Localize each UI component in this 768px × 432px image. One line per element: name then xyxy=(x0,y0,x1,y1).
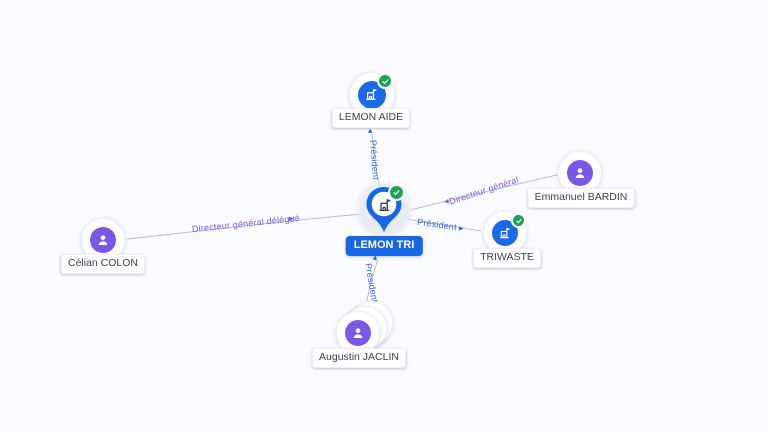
company-building-icon xyxy=(499,227,510,238)
verified-check-icon xyxy=(377,73,393,89)
person-icon xyxy=(575,168,585,179)
edge-line-triwaste xyxy=(405,218,482,232)
person-icon xyxy=(98,235,108,246)
company-building-icon xyxy=(379,199,391,212)
verified-check-icon xyxy=(388,184,405,201)
node-label-augustin-jaclin[interactable]: Augustin JACLIN xyxy=(312,348,406,368)
person-avatar xyxy=(345,320,371,346)
verified-check-icon xyxy=(511,213,526,228)
edge-line-celian-colon xyxy=(126,213,363,240)
person-icon xyxy=(353,328,363,339)
node-label-emmanuel-bardin[interactable]: Emmanuel BARDIN xyxy=(527,188,635,208)
node-circle[interactable] xyxy=(336,311,380,355)
node-circle[interactable] xyxy=(558,151,602,195)
node-label-celian-colon[interactable]: Célian COLON xyxy=(60,254,146,274)
edge-label-president-lemon-aide: Président xyxy=(368,139,381,181)
node-label-lemon-tri[interactable]: LEMON TRI xyxy=(345,236,423,256)
edge-arrow-right-icon: ▸ xyxy=(458,222,465,234)
edge-line-emmanuel-bardin xyxy=(409,174,558,211)
node-label-lemon-aide[interactable]: LEMON AIDE xyxy=(331,108,411,128)
company-building-icon xyxy=(365,88,377,100)
node-label-triwaste[interactable]: TRIWASTE xyxy=(473,248,541,268)
person-avatar xyxy=(90,227,116,253)
person-avatar xyxy=(567,160,593,186)
edge-arrow-up-icon: ▴ xyxy=(368,125,373,135)
